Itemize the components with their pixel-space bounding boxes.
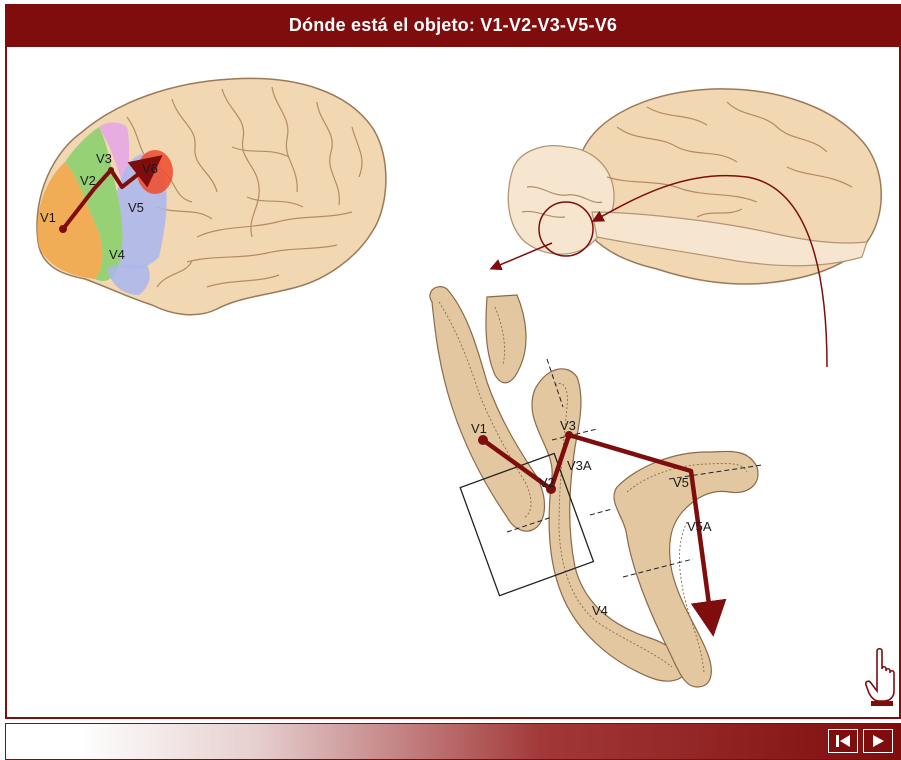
footer-bar [5,723,901,760]
play-icon [871,734,885,748]
hand-pointer-icon[interactable] [866,649,894,706]
medial-brain-illustration [495,89,881,367]
label-section-v5a: V5A [687,519,712,534]
label-section-v3: V3 [560,418,576,433]
skip-to-start-icon [835,734,851,748]
section-path-start [478,435,488,445]
label-left-v6: V6 [142,161,158,176]
skip-to-start-button[interactable] [828,729,858,753]
page-title: Dónde está el objeto: V1-V2-V3-V5-V6 [289,15,617,36]
pathway-start-dot [59,225,67,233]
label-left-v5: V5 [128,200,144,215]
label-section-v2: V2 [539,475,555,490]
label-section-v4: V4 [592,603,608,618]
title-bar: Dónde está el objeto: V1-V2-V3-V5-V6 [5,4,901,47]
label-left-v4: V4 [109,247,125,262]
diagram-canvas: V1 V2 V3 V5 V6 V4 [7,47,899,717]
pathway-node [108,167,114,173]
lateral-brain-illustration: V1 V2 V3 V5 V6 V4 [37,78,386,314]
play-button[interactable] [863,729,893,753]
label-left-v2: V2 [80,173,96,188]
zoom-arrow [495,243,552,267]
label-left-v3: V3 [96,151,112,166]
label-section-v3a: V3A [567,458,592,473]
diagram-stage: V1 V2 V3 V5 V6 V4 [5,47,901,719]
label-section-v5: V5 [673,475,689,490]
cortical-section-illustration: V1 V2 V3 V3A V5 V5A V4 [430,287,762,687]
label-left-v1: V1 [40,210,56,225]
cortex-fold-left-2 [486,295,526,383]
label-section-v1: V1 [471,421,487,436]
